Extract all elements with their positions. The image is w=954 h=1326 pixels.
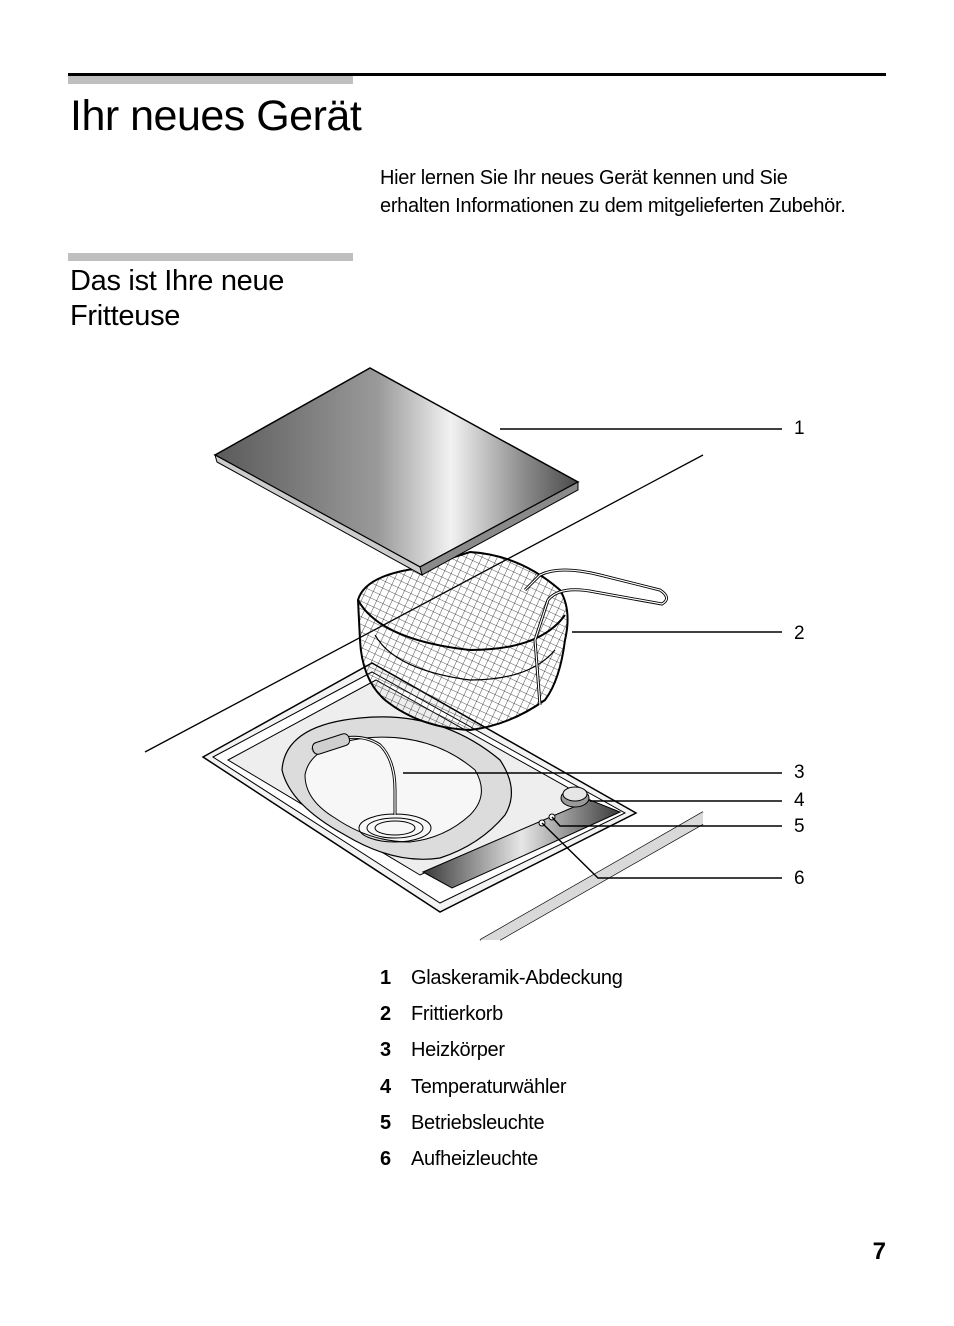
frying-basket	[356, 550, 668, 732]
legend-item: 4 Temperaturwähler	[380, 1069, 623, 1105]
intro-line: erhalten Informationen zu dem mitgeliefe…	[380, 195, 846, 217]
legend-number: 6	[380, 1148, 391, 1171]
legend-item: 3 Heizkörper	[380, 1033, 623, 1069]
countertop-strip	[480, 812, 703, 940]
callout-label: 4	[794, 790, 805, 811]
legend-number: 1	[380, 966, 391, 989]
legend-label: Aufheizleuchte	[411, 1148, 539, 1171]
callout-label: 5	[794, 816, 805, 837]
section-accent-bar	[68, 253, 353, 261]
section-title-line: Das ist Ihre neue	[70, 265, 285, 297]
callout-label: 3	[794, 762, 805, 783]
intro-text: Hier lernen Sie Ihr neues Gerät kennen u…	[380, 164, 900, 220]
legend-label: Betriebsleuchte	[411, 1111, 545, 1134]
page-number: 7	[872, 1238, 886, 1265]
legend-label: Glaskeramik-Abdeckung	[411, 966, 623, 989]
section-title: Das ist Ihre neue Fritteuse	[70, 264, 284, 334]
callout-label: 2	[794, 623, 805, 644]
glass-ceramic-cover	[213, 367, 580, 576]
legend-number: 2	[380, 1002, 391, 1025]
fryer-illustration: 1 2 3 4 5 6	[144, 367, 805, 941]
callout-lines	[403, 428, 782, 879]
callout-label: 6	[794, 868, 805, 889]
intro-line: Hier lernen Sie Ihr neues Gerät kennen u…	[380, 167, 788, 189]
page-title: Ihr neues Gerät	[70, 92, 362, 140]
legend-item: 1 Glaskeramik-Abdeckung	[380, 960, 623, 996]
callout-label: 1	[794, 418, 805, 439]
appliance-body	[201, 662, 638, 913]
header-rule	[68, 73, 886, 76]
legend-number: 4	[380, 1075, 391, 1098]
legend-label: Temperaturwähler	[411, 1075, 567, 1098]
parts-legend: 1 Glaskeramik-Abdeckung 2 Frittierkorb 3 He…	[380, 960, 623, 1178]
section-title-line: Fritteuse	[70, 300, 181, 332]
legend-item: 5 Betriebsleuchte	[380, 1105, 623, 1141]
legend-item: 2 Frittierkorb	[380, 996, 623, 1032]
legend-label: Heizkörper	[411, 1039, 505, 1062]
header-accent-bar	[68, 76, 353, 84]
legend-number: 5	[380, 1111, 391, 1134]
legend-item: 6 Aufheizleuchte	[380, 1141, 623, 1177]
legend-number: 3	[380, 1039, 391, 1062]
legend-label: Frittierkorb	[411, 1002, 503, 1025]
